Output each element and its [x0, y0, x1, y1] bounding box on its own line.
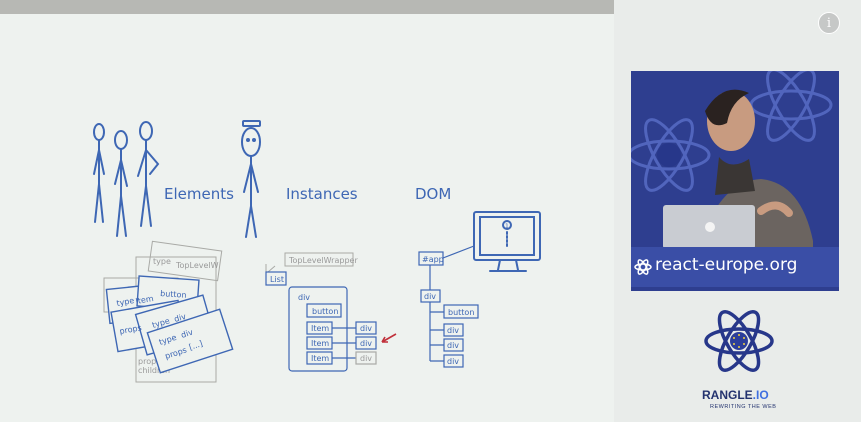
- element-card-top-type: div: [180, 328, 194, 340]
- presentation-slide: type TopLevelW props children type Item …: [0, 14, 614, 422]
- eu-stars-icon: [657, 143, 681, 167]
- rangle-logo-icon: [704, 310, 774, 372]
- element-card-type-key: type: [116, 296, 135, 308]
- speaker-video: react-europe.org: [631, 71, 839, 291]
- rangle-brand-name: RANGLE.IO: [702, 388, 769, 402]
- element-card-back-type: TopLevelW: [175, 261, 219, 270]
- instances-item-node: Item: [311, 339, 329, 348]
- info-icon: i: [826, 16, 832, 31]
- monitor-glyph: 1: [505, 223, 509, 230]
- slide-drawing: type TopLevelW props children type Item …: [93, 120, 541, 383]
- robot-figure-icon: [241, 120, 261, 238]
- element-card-props-key: props: [119, 323, 143, 336]
- rangle-tagline: REWRITING THE WEB: [710, 404, 777, 410]
- laptop-icon: [663, 205, 755, 249]
- instances-item-node: Item: [311, 324, 329, 333]
- stick-figure-group-icon: [93, 121, 160, 237]
- dom-div-node: div: [424, 292, 436, 301]
- rangle-name-suffix: .IO: [752, 388, 769, 402]
- instances-leaf-div-node: div: [360, 339, 372, 348]
- element-cards-pile: type TopLevelW props children type Item …: [103, 240, 234, 383]
- rangle-name-main: RANGLE: [702, 388, 753, 402]
- element-card-item-value: Item: [135, 294, 155, 306]
- instances-leaf-div-node: div: [360, 324, 372, 333]
- instances-list-node: List: [270, 275, 284, 284]
- instances-tree: TopLevelWrapper List div button Item Ite…: [265, 252, 397, 372]
- dom-leaf-div-node: div: [447, 357, 459, 366]
- instances-button-node: button: [312, 307, 338, 316]
- react-logo-icon: [634, 259, 652, 275]
- dom-label: DOM: [415, 185, 452, 203]
- elements-label: Elements: [164, 185, 234, 203]
- element-card-type-key: type: [153, 257, 171, 266]
- instances-label: Instances: [286, 185, 358, 203]
- element-card-button-value: button: [160, 289, 187, 300]
- react-europe-banner: react-europe.org: [631, 247, 839, 287]
- react-europe-url: react-europe.org: [655, 255, 798, 275]
- element-card-top-type: div: [173, 312, 187, 324]
- instances-root-node: TopLevelWrapper: [288, 256, 358, 265]
- react-logo-backdrop-icon: [631, 71, 833, 192]
- dom-leaf-div-node: div: [447, 326, 459, 335]
- info-button[interactable]: i: [818, 12, 840, 34]
- instances-leaf-div-node: div: [360, 354, 372, 363]
- monitor-icon: [473, 211, 541, 272]
- element-card-props-key: props: [138, 357, 160, 366]
- update-arrow-icon: [381, 333, 397, 343]
- instances-item-node: Item: [311, 354, 329, 363]
- dom-button-node: button: [448, 308, 474, 317]
- instances-div-node: div: [298, 293, 310, 302]
- dom-tree: #app div button div div div 1: [418, 223, 509, 368]
- element-card-children-key: children: [138, 366, 170, 375]
- dom-leaf-div-node: div: [447, 341, 459, 350]
- element-card-children-value: [...]: [188, 339, 204, 352]
- dom-root-node: #app: [422, 255, 444, 264]
